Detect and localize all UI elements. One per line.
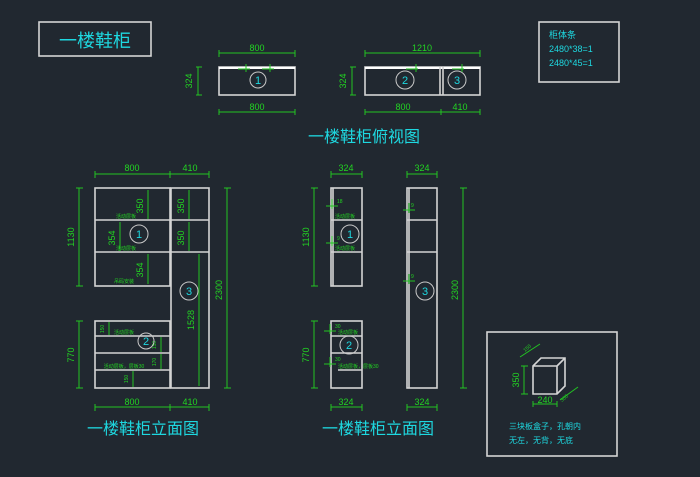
- info-box: [538, 21, 620, 83]
- dim-label: 324: [184, 73, 194, 88]
- front-elevation-title: 一楼鞋柜立面图: [87, 420, 199, 438]
- marker-1: 1: [347, 229, 353, 241]
- dim-label: 324: [414, 397, 429, 407]
- dim-label: 350: [135, 198, 145, 213]
- dim-label: 324: [338, 73, 348, 88]
- dim-label: 800: [249, 102, 264, 112]
- box-detail: 350 240 150 300 三块板盒子，孔朝内 无左，无背，无底: [486, 331, 618, 457]
- box-note: 无左，无背，无底: [509, 435, 573, 445]
- dim-label: 410: [182, 163, 197, 173]
- marker-3: 3: [422, 286, 428, 298]
- drawing-title: 一楼鞋柜: [59, 31, 131, 51]
- marker-3: 3: [454, 75, 460, 87]
- dim-label: 800: [124, 163, 139, 173]
- dim-label: 350: [176, 198, 186, 213]
- dim-label: 18: [337, 199, 343, 205]
- dim-label: 410: [452, 102, 467, 112]
- note: 吊码安装: [114, 278, 134, 285]
- dim-label: 324: [338, 163, 353, 173]
- dim-label: 2300: [450, 280, 460, 300]
- dim-label: 150: [152, 341, 158, 350]
- dim-label: 350: [176, 230, 186, 245]
- dim-label: 150: [100, 325, 106, 334]
- dim-label: 354: [135, 262, 145, 277]
- dim-label: 1528: [186, 310, 196, 330]
- dim-label: 150: [522, 343, 532, 353]
- dim-label: 324: [338, 397, 353, 407]
- top-view-right: 1210 324 2 3 800 410: [338, 43, 481, 115]
- title-frame: [38, 21, 152, 57]
- note: 活动层板，层板30: [104, 363, 145, 370]
- dim-label: 800: [124, 397, 139, 407]
- top-view-title: 一楼鞋柜俯视图: [308, 128, 420, 146]
- dim-label: 9: [337, 236, 340, 242]
- dim-label: 1210: [412, 43, 432, 53]
- info-heading: 柜体条: [549, 29, 576, 40]
- marker-2: 2: [143, 336, 149, 348]
- front-elevation: 800 410 1130 770 2300 350 354 354 350 3: [66, 163, 231, 411]
- dim-label: 1130: [301, 227, 311, 246]
- dim-label: 1130: [66, 227, 76, 246]
- dim-label: 170: [152, 358, 158, 367]
- dim-label: 150: [124, 375, 130, 384]
- marker-2: 2: [402, 75, 408, 87]
- note: 活动层板: [335, 213, 355, 220]
- side-elevation: 324 324 1130 770 2300 18 9 9 9 30 30 活动层…: [301, 163, 467, 411]
- marker-2: 2: [346, 340, 352, 352]
- dim-label: 324: [414, 163, 429, 173]
- note: 活动层板，层板30: [338, 363, 379, 370]
- info-line: 2480*45=1: [549, 58, 593, 68]
- dim-label: 30: [335, 324, 341, 330]
- dim-label: 354: [107, 230, 117, 245]
- dim-label: 410: [182, 397, 197, 407]
- dim-label: 30: [335, 357, 341, 363]
- dim-label: 9: [411, 203, 414, 209]
- top-view-left: 800 324 1 800: [184, 43, 296, 115]
- dim-label: 800: [249, 43, 264, 53]
- note: 活动层板: [116, 245, 136, 252]
- dim-label: 9: [411, 274, 414, 280]
- note: 活动层板: [116, 213, 136, 220]
- dim-label: 240: [537, 395, 552, 405]
- marker-1: 1: [255, 75, 261, 87]
- dim-label: 770: [301, 347, 311, 362]
- box-note: 三块板盒子，孔朝内: [509, 421, 581, 431]
- dim-label: 2300: [214, 280, 224, 300]
- dim-label: 350: [511, 372, 521, 387]
- dim-label: 300: [559, 393, 569, 403]
- side-elevation-title: 一楼鞋柜立面图: [322, 420, 434, 438]
- note: 活动层板: [335, 245, 355, 252]
- info-line: 2480*38=1: [549, 44, 593, 54]
- marker-1: 1: [136, 229, 142, 241]
- dim-label: 800: [395, 102, 410, 112]
- note: 活动层板: [114, 329, 134, 336]
- dim-label: 770: [66, 347, 76, 362]
- marker-3: 3: [186, 286, 192, 298]
- note: 活动层板: [338, 329, 358, 336]
